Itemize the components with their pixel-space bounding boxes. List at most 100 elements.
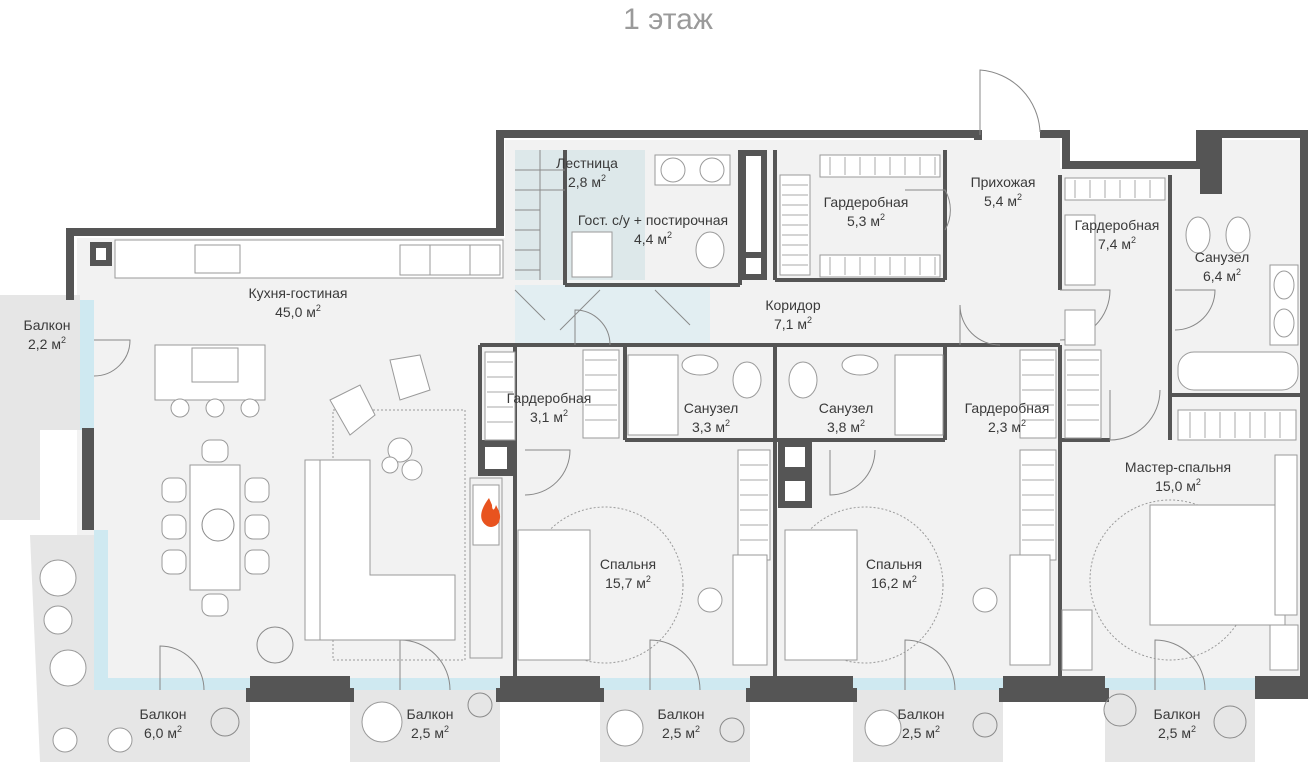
area-unit-superscript: 2: [695, 724, 700, 734]
room-area-value: 45,0: [275, 304, 306, 320]
area-unit: м: [715, 419, 725, 435]
area-unit: м: [167, 725, 177, 741]
room-name-bedroom-2: Спальня: [866, 556, 922, 572]
fireplace-icon: [481, 498, 501, 527]
area-unit-superscript: 2: [444, 724, 449, 734]
area-unit-superscript: 2: [725, 418, 730, 428]
room-area-bath-3: 3,8 м2: [827, 418, 865, 435]
area-unit-superscript: 2: [1236, 267, 1241, 277]
room-area-value: 2,5: [411, 725, 434, 741]
area-unit: м: [657, 231, 667, 247]
room-area-value: 2,8: [568, 174, 591, 190]
area-unit-superscript: 2: [807, 315, 812, 325]
room-area-wardrobe-1: 5,3 м2: [847, 212, 885, 229]
room-name-wardrobe-2: Гардеробная: [1075, 217, 1160, 233]
area-unit: м: [1186, 478, 1196, 494]
room-area-value: 6,0: [144, 725, 167, 741]
room-area-wardrobe-4: 2,3 м2: [988, 418, 1026, 435]
room-area-master: 15,0 м2: [1155, 477, 1201, 494]
area-unit-superscript: 2: [667, 230, 672, 240]
plant-icon: [201, 508, 1247, 743]
room-area-bath-2: 3,3 м2: [692, 418, 730, 435]
bathroom-fixtures: [571, 154, 1299, 436]
room-area-value: 2,5: [662, 725, 685, 741]
room-area-value: 3,8: [827, 419, 850, 435]
room-area-balcony-2: 2,5 м2: [411, 724, 449, 741]
dining-table: [161, 439, 270, 617]
room-area-bath-1: 6,4 м2: [1203, 267, 1241, 284]
room-area-value: 2,5: [902, 725, 925, 741]
room-area-value: 15,7: [605, 575, 636, 591]
room-area-balcony-4: 2,5 м2: [902, 724, 940, 741]
room-area-balcony-3: 2,5 м2: [662, 724, 700, 741]
staircase: [514, 150, 691, 331]
area-unit-superscript: 2: [935, 724, 940, 734]
structural-blocks-inner: [96, 156, 805, 501]
room-area-value: 3,3: [692, 419, 715, 435]
room-area-value: 7,1: [774, 316, 797, 332]
room-name-master: Мастер-спальня: [1125, 459, 1231, 475]
room-name-guest-wc: Гост. с/у + постирочная: [578, 212, 728, 228]
room-area-value: 4,4: [634, 231, 657, 247]
area-unit: м: [591, 174, 601, 190]
floor-title: 1 этаж: [623, 3, 713, 36]
area-unit-superscript: 2: [601, 173, 606, 183]
room-area-hall: 5,4 м2: [984, 192, 1022, 209]
room-area-guest-wc: 4,4 м2: [634, 230, 672, 247]
bedroom-furniture: [517, 454, 1299, 671]
area-unit: м: [553, 409, 563, 425]
area-unit-superscript: 2: [646, 574, 651, 584]
room-name-kitchen: Кухня-гостиная: [248, 285, 347, 301]
room-area-wardrobe-2: 7,4 м2: [1098, 235, 1136, 252]
area-unit-superscript: 2: [1131, 235, 1136, 245]
room-name-bath-3: Санузел: [819, 400, 874, 416]
area-unit: м: [685, 725, 695, 741]
room-name-hall: Прихожая: [971, 174, 1036, 190]
room-name-balcony-3: Балкон: [658, 706, 705, 722]
room-name-bedroom-1: Спальня: [600, 556, 656, 572]
area-unit: м: [434, 725, 444, 741]
room-name-balcony-w: Балкон: [24, 317, 71, 333]
room-area-wardrobe-3: 3,1 м2: [530, 408, 568, 425]
balcony-furniture: [39, 559, 902, 753]
room-area-value: 5,3: [847, 213, 870, 229]
room-area-corridor: 7,1 м2: [774, 315, 812, 332]
area-unit-superscript: 2: [177, 724, 182, 734]
area-unit-superscript: 2: [563, 408, 568, 418]
area-unit: м: [870, 213, 880, 229]
area-unit: м: [797, 316, 807, 332]
room-area-value: 3,1: [530, 409, 553, 425]
room-area-value: 6,4: [1203, 268, 1226, 284]
room-area-value: 5,4: [984, 193, 1007, 209]
room-area-kitchen: 45,0 м2: [275, 303, 321, 320]
room-name-wardrobe-3: Гардеробная: [507, 390, 592, 406]
area-unit: м: [850, 419, 860, 435]
room-name-balcony-4: Балкон: [898, 706, 945, 722]
area-unit-superscript: 2: [316, 303, 321, 313]
room-area-value: 2,2: [28, 336, 51, 352]
area-unit-superscript: 2: [1021, 418, 1026, 428]
area-unit: м: [1121, 236, 1131, 252]
inner-walls: [478, 150, 1300, 676]
room-area-bedroom-2: 16,2 м2: [871, 574, 917, 591]
area-unit: м: [925, 725, 935, 741]
area-unit: м: [306, 304, 316, 320]
area-unit-superscript: 2: [1191, 724, 1196, 734]
room-area-value: 2,5: [1158, 725, 1181, 741]
room-area-balcony-w: 2,2 м2: [28, 335, 66, 352]
wall-columns: [82, 134, 1304, 698]
room-area-bedroom-1: 15,7 м2: [605, 574, 651, 591]
hanger-marks: [487, 157, 1281, 541]
room-name-balcony-2: Балкон: [407, 706, 454, 722]
room-area-value: 16,2: [871, 575, 902, 591]
area-unit: м: [1007, 193, 1017, 209]
window-glazing: [80, 300, 1255, 690]
area-unit-superscript: 2: [1017, 192, 1022, 202]
area-unit-superscript: 2: [912, 574, 917, 584]
room-area-balcony-5: 2,5 м2: [1158, 724, 1196, 741]
bar-stools: [170, 398, 260, 418]
area-unit-superscript: 2: [61, 335, 66, 345]
area-unit: м: [1011, 419, 1021, 435]
area-unit: м: [1181, 725, 1191, 741]
